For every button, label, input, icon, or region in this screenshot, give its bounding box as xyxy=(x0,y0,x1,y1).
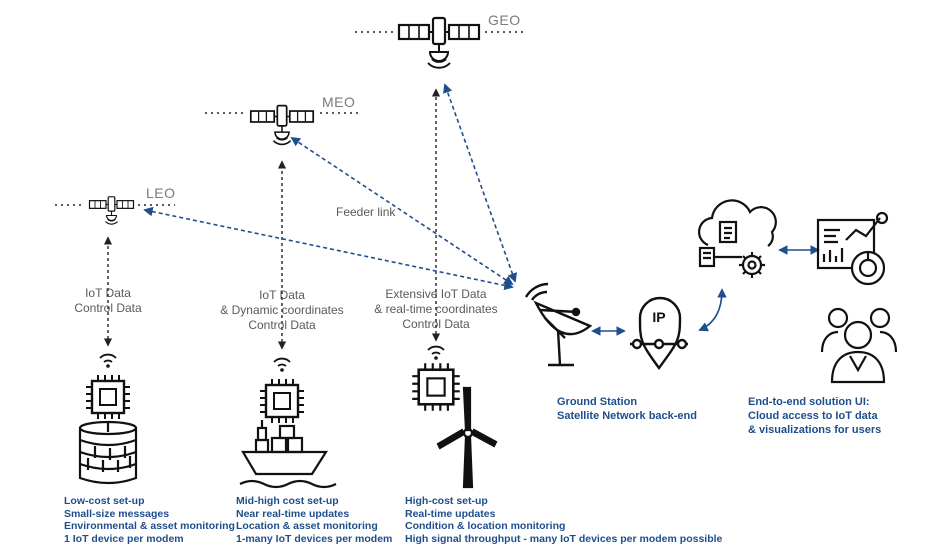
meo-use-case-line-3: Location & asset monitoring xyxy=(236,520,378,532)
leo-link-line-2: Control Data xyxy=(74,301,142,315)
meo-use-case-line-4: 1-many IoT devices per modem xyxy=(236,532,393,545)
meo-chip-icon xyxy=(258,377,306,425)
meo-feeder-link xyxy=(290,136,514,286)
leo-use-case-line-2: Small-size messages xyxy=(64,507,170,520)
ground-station-line-2: Satellite Network back-end xyxy=(557,410,697,422)
geo-link-line-2: & real-time coordinates xyxy=(374,302,498,316)
meo-use-case-line-1: Mid-high cost set-up xyxy=(236,495,339,507)
leo-link-label: IoT Data Control Data xyxy=(56,286,160,316)
leo-link-line-1: IoT Data xyxy=(85,286,131,300)
geo-use-case-line-2: Real-time updates xyxy=(405,507,496,520)
meo-link-label: IoT Data & Dynamic coordinates Control D… xyxy=(212,288,352,333)
leo-feeder-link xyxy=(143,206,514,291)
geo-use-case-line-3: Condition & location monitoring xyxy=(405,520,566,532)
leo-chip-icon xyxy=(84,373,132,421)
ground-station-label: Ground Station Satellite Network back-en… xyxy=(557,395,697,423)
end-to-end-line-2: Cloud access to IoT data xyxy=(748,410,878,422)
leo-use-case: Low-cost set-up Small-size messages Envi… xyxy=(64,495,235,545)
meo-use-case: Mid-high cost set-up Near real-time upda… xyxy=(236,495,392,545)
end-to-end-line-1: End-to-end solution UI: xyxy=(748,396,870,408)
geo-use-case: High-cost set-up Real-time updates Condi… xyxy=(405,495,722,545)
geo-satellite-icon xyxy=(397,16,481,69)
geo-feeder-link xyxy=(443,83,517,283)
leo-use-case-line-1: Low-cost set-up xyxy=(64,495,145,507)
dashboard-icon xyxy=(816,211,889,286)
geo-label: GEO xyxy=(488,12,521,28)
geo-wifi-icon xyxy=(427,345,445,361)
leo-use-case-line-4: 1 IoT device per modem xyxy=(64,532,184,545)
ip-pin-icon xyxy=(630,296,688,371)
meo-wifi-icon xyxy=(273,357,291,373)
geo-link-line-3: Control Data xyxy=(402,317,470,331)
users-icon xyxy=(820,307,898,384)
meo-label: MEO xyxy=(322,94,356,110)
meo-use-case-line-2: Near real-time updates xyxy=(236,507,350,520)
ground-station-line-1: Ground Station xyxy=(557,396,638,408)
well-icon xyxy=(78,420,138,485)
meo-link-line-3: Control Data xyxy=(248,318,316,332)
geo-use-case-line-4: High signal throughput - many IoT device… xyxy=(405,532,723,545)
geo-use-case-line-1: High-cost set-up xyxy=(405,495,488,507)
leo-use-case-line-3: Environmental & asset monitoring xyxy=(64,520,235,532)
end-to-end-label: End-to-end solution UI: Cloud access to … xyxy=(748,395,881,437)
geo-link-line-1: Extensive IoT Data xyxy=(385,287,487,301)
meo-link-line-2: & Dynamic coordinates xyxy=(220,303,344,317)
leo-satellite-icon xyxy=(88,196,135,225)
wind-turbine-icon xyxy=(436,386,498,489)
leo-wifi-icon xyxy=(99,353,117,369)
satellite-dish-icon xyxy=(524,282,593,367)
geo-link-label: Extensive IoT Data & real-time coordinat… xyxy=(366,287,506,332)
leo-label: LEO xyxy=(146,185,176,201)
meo-satellite-icon xyxy=(249,104,315,146)
feeder-link-label: Feeder link xyxy=(336,205,396,219)
ip-label: IP xyxy=(652,309,665,325)
meo-link-line-1: IoT Data xyxy=(259,288,305,302)
end-to-end-line-3: & visualizations for users xyxy=(748,424,882,436)
ip-cloud-link xyxy=(698,288,727,332)
ship-icon xyxy=(239,420,337,489)
geo-chip-icon xyxy=(410,361,462,413)
cloud-gear-icon xyxy=(698,199,777,278)
